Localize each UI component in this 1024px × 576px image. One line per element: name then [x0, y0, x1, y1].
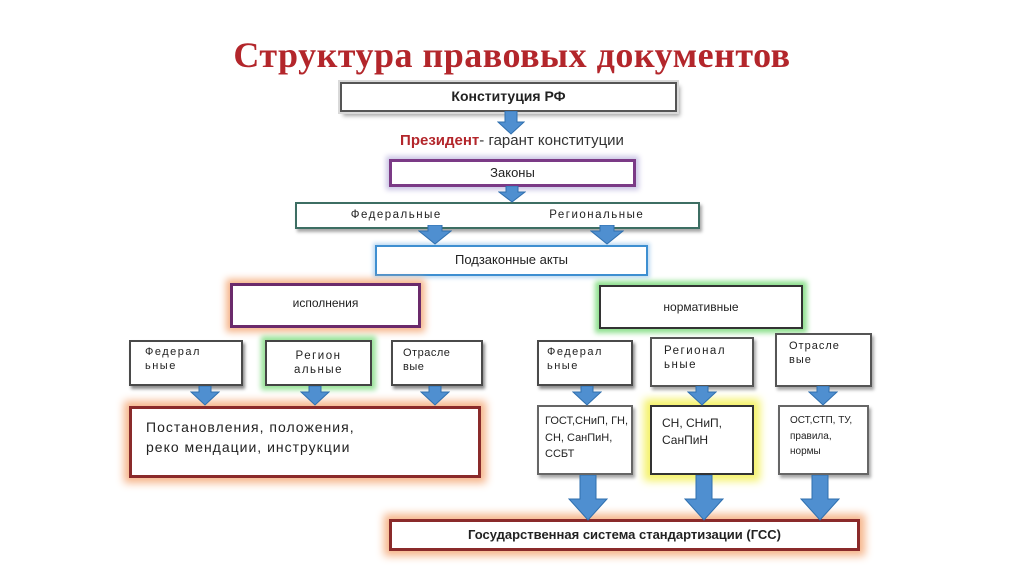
arrow-down-icon — [190, 386, 220, 406]
norm-federal-box: Федерал ьные — [537, 340, 633, 386]
arrow-down-icon — [300, 386, 330, 406]
norm-federal-line1: Федерал — [547, 346, 603, 358]
norm-sectoral-line2: вые — [789, 353, 812, 366]
norm-federal-docs-line2: СН, СанПиН, — [545, 431, 613, 444]
normative-box: нормативные — [599, 285, 803, 329]
norm-regional-docs-line2: СанПиН — [662, 433, 709, 448]
norm-federal-docs-box: ГОСТ,СНиП, ГН, СН, СанПиН, ССБТ — [537, 405, 633, 475]
arrow-down-icon — [420, 386, 450, 406]
norm-regional-box: Регионал ьные — [650, 337, 754, 387]
norm-federal-docs-line3: ССБТ — [545, 448, 575, 460]
president-role: - гарант конституции — [479, 132, 624, 149]
exec-docs-box: Постановления, положения, реко мендации,… — [129, 406, 481, 478]
exec-regional-line2: альные — [293, 364, 344, 376]
norm-federal-docs-line1: ГОСТ,СНиП, ГН, — [545, 415, 629, 427]
norm-regional-line2: ьные — [664, 359, 698, 372]
exec-regional-line1: Регион — [295, 349, 342, 362]
arrow-down-icon — [572, 386, 602, 406]
exec-federal-box: Федерал ьные — [129, 340, 243, 386]
norm-regional-docs-box: СН, СНиП, СанПиН — [650, 405, 754, 475]
exec-regional-box: Регион альные — [265, 340, 372, 386]
gss-label: Государственная система стандартизации (… — [467, 526, 782, 542]
president-name: Президент — [400, 132, 480, 149]
constitution-label: Конституция РФ — [451, 88, 566, 105]
norm-federal-line2: ьные — [547, 359, 579, 372]
law-type-regional: Региональные — [549, 209, 645, 222]
constitution-box: Конституция РФ — [340, 82, 677, 112]
normative-label: нормативные — [663, 299, 739, 314]
laws-label: Законы — [490, 164, 535, 180]
exec-sectoral-box: Отрасле вые — [391, 340, 483, 386]
page-title: Структура правовых документов — [233, 35, 791, 75]
exec-sectoral-line2: вые — [403, 360, 425, 373]
exec-docs-line1: Постановления, положения, — [146, 419, 355, 435]
law-type-federal: Федеральные — [350, 209, 442, 222]
norm-sectoral-docs-line1: ОСТ,СТП, ТУ, — [790, 415, 853, 426]
arrow-down-icon — [800, 475, 840, 521]
norm-sectoral-line1: Отрасле — [789, 340, 840, 352]
law-types-box: Федеральные Региональные — [295, 202, 700, 229]
exec-docs-line2: реко мендации, инструкции — [146, 439, 351, 456]
execution-box: исполнения — [230, 283, 421, 328]
norm-sectoral-docs-line2: правила, — [790, 430, 832, 442]
president-line: Президент- гарант конституции — [0, 132, 1024, 149]
arrow-down-icon — [808, 386, 838, 406]
arrow-down-icon — [497, 111, 525, 135]
norm-regional-line1: Регионал — [664, 345, 727, 357]
exec-federal-line1: Федерал — [145, 346, 201, 358]
gss-box: Государственная система стандартизации (… — [389, 519, 860, 551]
laws-box: Законы — [389, 159, 636, 187]
execution-label: исполнения — [292, 296, 359, 310]
norm-sectoral-box: Отрасле вые — [775, 333, 872, 387]
arrow-down-icon — [684, 475, 724, 521]
exec-sectoral-line1: Отрасле — [403, 347, 451, 359]
arrow-down-icon — [687, 386, 717, 406]
norm-sectoral-docs-box: ОСТ,СТП, ТУ, правила, нормы — [778, 405, 869, 475]
bylaws-box: Подзаконные акты — [375, 245, 648, 276]
arrow-down-icon — [590, 225, 624, 245]
arrow-down-icon — [568, 475, 608, 521]
arrow-down-icon — [498, 186, 526, 203]
norm-sectoral-docs-line3: нормы — [790, 446, 821, 457]
bylaws-label: Подзаконные акты — [454, 252, 569, 268]
norm-regional-docs-line1: СН, СНиП, — [662, 416, 722, 430]
arrow-down-icon — [418, 225, 452, 245]
exec-federal-line2: ьные — [145, 359, 177, 372]
